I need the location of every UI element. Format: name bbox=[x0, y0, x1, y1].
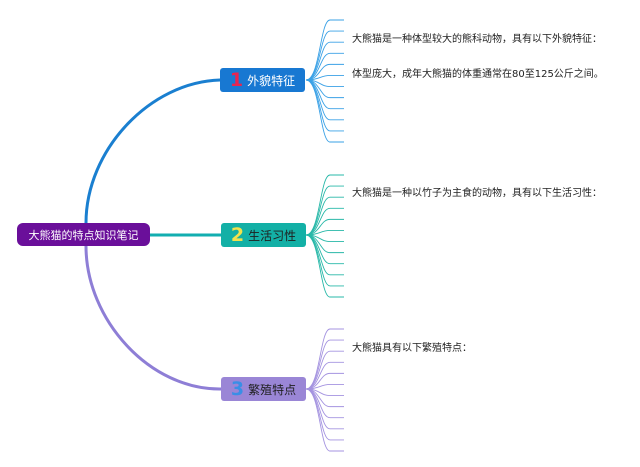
branch-topic-habits[interactable]: 2 生活习性 bbox=[221, 223, 306, 247]
leaf-connector bbox=[305, 41, 344, 81]
root-topic-label: 大熊猫的特点知识笔记 bbox=[28, 228, 139, 242]
appearance-note-size: 体型庞大，成年大熊猫的体重通常在80至125公斤之间。 bbox=[352, 69, 604, 80]
reproduction-note-intro: 大熊猫具有以下繁殖特点： bbox=[352, 343, 472, 354]
root-topic[interactable]: 大熊猫的特点知识笔记 bbox=[17, 223, 150, 246]
leaf-connector bbox=[305, 19, 344, 81]
branch-label: 外貌特征 bbox=[247, 73, 296, 88]
branch-number: 1 bbox=[229, 68, 244, 91]
branch-label: 繁殖特点 bbox=[248, 382, 297, 397]
leaf-connector bbox=[305, 196, 344, 236]
branch-connector bbox=[84, 78, 222, 225]
branch-connector bbox=[84, 244, 223, 391]
habits-note-intro: 大熊猫是一种以竹子为主食的动物，具有以下生活习性： bbox=[352, 188, 602, 199]
branch-topic-reproduction[interactable]: 3 繁殖特点 bbox=[221, 377, 306, 401]
leaf-connector bbox=[305, 350, 344, 390]
branch-label: 生活习性 bbox=[248, 228, 297, 243]
leaf-connector bbox=[305, 174, 344, 236]
leaf-connector bbox=[305, 52, 344, 81]
leaf-connector bbox=[305, 234, 344, 298]
leaf-connector bbox=[305, 388, 344, 452]
leaf-connector bbox=[305, 328, 344, 390]
branch-topic-appearance[interactable]: 1 外貌特征 bbox=[220, 68, 305, 92]
branch-number: 2 bbox=[230, 223, 245, 246]
leaf-connector bbox=[305, 79, 344, 143]
appearance-note-intro: 大熊猫是一种体型较大的熊科动物，具有以下外貌特征： bbox=[352, 34, 602, 45]
branch-number: 3 bbox=[230, 377, 245, 400]
leaf-connector bbox=[305, 361, 344, 390]
leaf-connector bbox=[305, 207, 344, 236]
